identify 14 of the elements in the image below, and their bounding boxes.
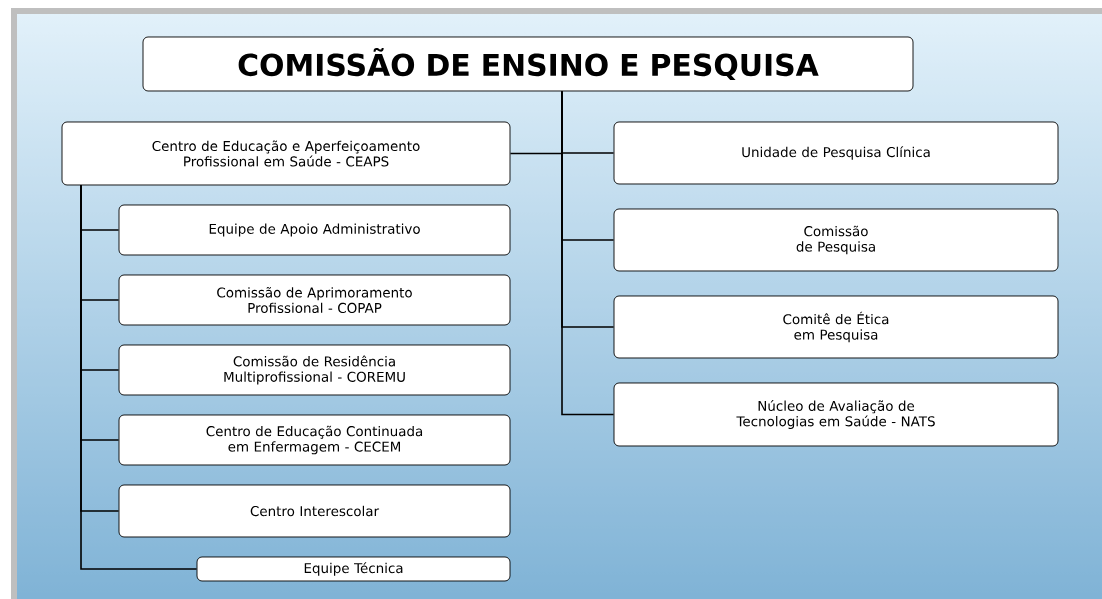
connector-line	[80, 184, 198, 570]
org-box: Unidade de Pesquisa Clínica	[613, 121, 1059, 185]
org-box: Comissão de Aprimoramento Profissional - COPAP	[118, 274, 511, 326]
title-box: COMISSÃO DE ENSINO E PESQUISA	[142, 36, 914, 92]
org-box: Comissão de Residência Multiprofissional - COREMU	[118, 344, 511, 396]
org-box: Equipe de Apoio Administrativo	[118, 204, 511, 256]
org-box: Comissão de Pesquisa	[613, 208, 1059, 272]
org-box: Centro de Educação e Aperfeiçoamento Profissional em Saúde - CEAPS	[61, 121, 511, 186]
org-box: Centro Interescolar	[118, 484, 511, 538]
org-box: Equipe Técnica	[196, 556, 511, 582]
org-box: Comitê de Ética em Pesquisa	[613, 295, 1059, 359]
org-box: Centro de Educação Continuada em Enfermagem - CECEM	[118, 414, 511, 466]
org-box: Núcleo de Avaliação de Tecnologias em Saúde - NATS	[613, 382, 1059, 447]
connector-line	[561, 90, 615, 416]
